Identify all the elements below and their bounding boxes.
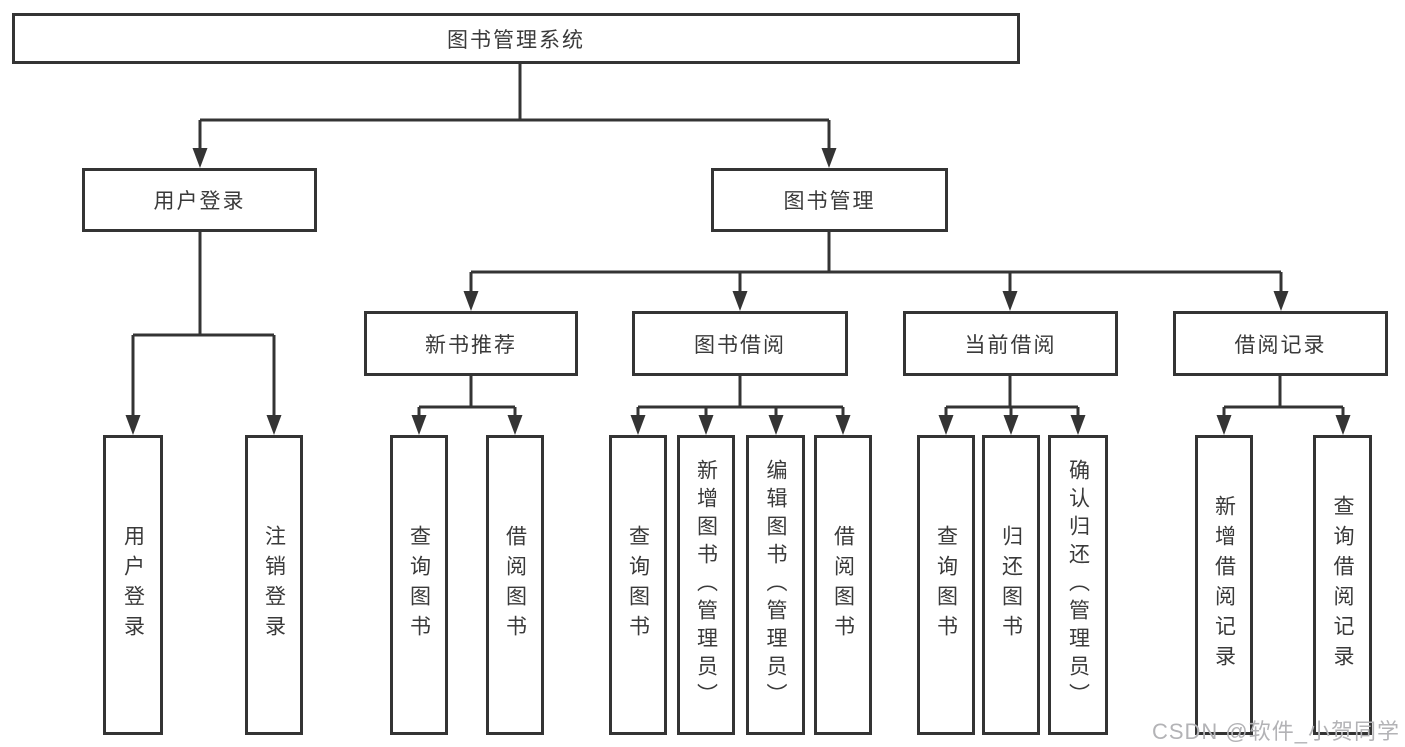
leaf-nb-query-books-label: 查询图书 (407, 525, 431, 645)
leaf-nb-query-books: 查询图书 (390, 435, 448, 735)
leaf-user-login: 用户登录 (103, 435, 163, 735)
leaf-br-add-record-label: 新增借阅记录 (1212, 495, 1236, 675)
node-book-management-label: 图书管理 (783, 190, 876, 213)
leaf-cb-confirm-return-admin-label: 确认归还（管理员） (1066, 459, 1090, 711)
leaf-user-login-label: 用户登录 (121, 525, 145, 645)
node-book-borrow: 图书借阅 (632, 311, 848, 376)
node-user-login: 用户登录 (82, 168, 317, 232)
leaf-bb-borrow-books-label: 借阅图书 (831, 525, 855, 645)
leaf-cb-query-books-label: 查询图书 (934, 525, 958, 645)
leaf-nb-borrow-books-label: 借阅图书 (503, 525, 527, 645)
leaf-br-query-record: 查询借阅记录 (1313, 435, 1372, 735)
node-root-system: 图书管理系统 (12, 13, 1020, 64)
node-root-label: 图书管理系统 (447, 28, 585, 52)
leaf-bb-add-books-admin: 新增图书（管理员） (677, 435, 735, 735)
node-borrow-records-label: 借阅记录 (1234, 333, 1327, 357)
leaf-br-add-record: 新增借阅记录 (1195, 435, 1253, 735)
node-current-borrow-label: 当前借阅 (964, 333, 1057, 357)
leaf-bb-add-books-admin-label: 新增图书（管理员） (694, 459, 718, 711)
node-book-borrow-label: 图书借阅 (694, 333, 786, 357)
leaf-bb-edit-books-admin-label: 编辑图书（管理员） (764, 459, 787, 711)
leaf-bb-query-books-label: 查询图书 (626, 525, 650, 645)
leaf-cb-return-books: 归还图书 (982, 435, 1040, 735)
leaf-logout: 注销登录 (245, 435, 303, 735)
node-current-borrow: 当前借阅 (903, 311, 1118, 376)
leaf-cb-query-books: 查询图书 (917, 435, 975, 735)
node-new-book-recommend: 新书推荐 (364, 311, 578, 376)
node-user-login-label: 用户登录 (153, 190, 246, 213)
leaf-bb-query-books: 查询图书 (609, 435, 667, 735)
leaf-cb-confirm-return-admin: 确认归还（管理员） (1048, 435, 1108, 735)
leaf-logout-label: 注销登录 (262, 525, 286, 645)
csdn-watermark: CSDN @软件_小贺同学 (1151, 719, 1400, 744)
node-new-book-recommend-label: 新书推荐 (425, 333, 517, 357)
leaf-bb-edit-books-admin: 编辑图书（管理员） (746, 435, 805, 735)
leaf-br-query-record-label: 查询借阅记录 (1331, 495, 1354, 675)
leaf-cb-return-books-label: 归还图书 (999, 525, 1023, 645)
leaf-bb-borrow-books: 借阅图书 (814, 435, 872, 735)
leaf-nb-borrow-books: 借阅图书 (486, 435, 544, 735)
node-book-management: 图书管理 (711, 168, 948, 232)
node-borrow-records: 借阅记录 (1173, 311, 1388, 376)
